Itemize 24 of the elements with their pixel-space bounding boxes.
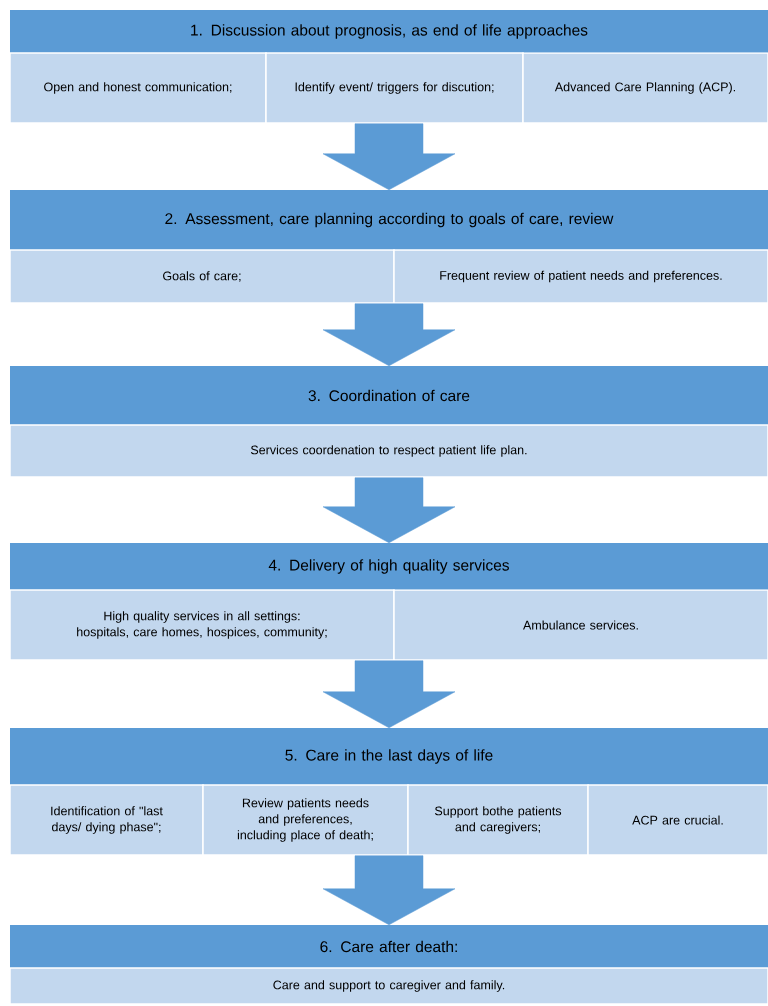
table-cell: Identify event/ triggers for discution; [265, 52, 524, 124]
table-cell: Care and support to caregiver and family. [9, 967, 768, 1005]
table-cell: Open and honest communication; [9, 52, 267, 124]
step-header: 2. Assessment, care planning according to goals of care, review [10, 190, 768, 250]
step-header: 6. Care after death: [10, 925, 768, 968]
step-header: 4. Delivery of high quality services [10, 543, 768, 590]
block-arrow [322, 477, 456, 544]
step-header: 1. Discussion about prognosis, as end of life approaches [10, 10, 768, 53]
step-header: 3. Coordination of care [10, 366, 768, 425]
table-cell: ACP are crucial. [587, 784, 768, 856]
table-cell: Frequent review of patient needs and preferences. [393, 249, 768, 304]
table-cell: Advanced Care Planning (ACP). [522, 52, 768, 124]
block-arrow [322, 660, 456, 729]
table-cell: High quality services in all settings: hospitals, care homes, hospices, community; [9, 589, 395, 661]
step-header: 5. Care in the last days of life [10, 728, 768, 785]
block-arrow [322, 303, 456, 367]
table-cell: Identification of "last days/ dying phase"; [9, 784, 204, 856]
block-arrow [322, 855, 456, 926]
table-cell: Review patients needs and preferences, including place of death; [202, 784, 409, 856]
table-cell: Services coordenation to respect patient life plan. [9, 424, 768, 478]
table-cell: Goals of care; [9, 249, 395, 304]
table-cell: Support bothe patients and caregivers; [407, 784, 589, 856]
block-arrow [322, 123, 456, 191]
table-cell: Ambulance services. [393, 589, 768, 661]
